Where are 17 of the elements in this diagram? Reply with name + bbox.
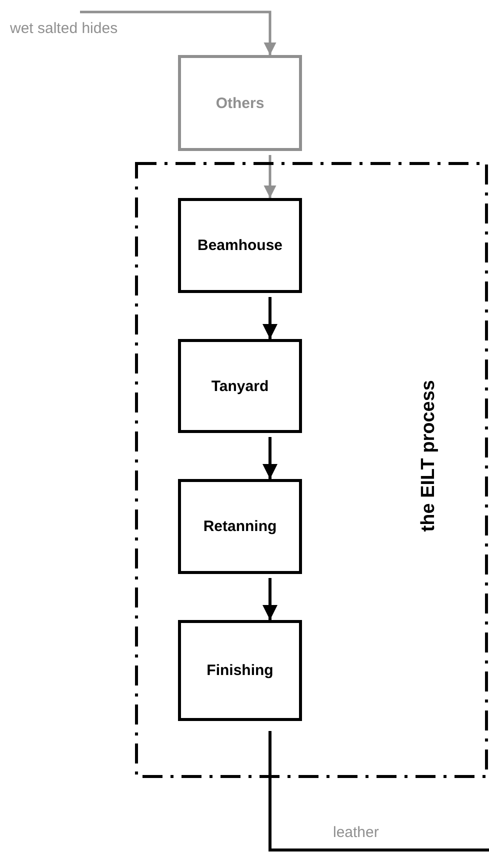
process-box [178, 479, 302, 574]
dash-dot-group-frame [135, 162, 488, 778]
process-label: Beamhouse [197, 237, 283, 254]
process-label: Finishing [206, 662, 274, 679]
process-label: Others [216, 94, 264, 112]
process-label: Retanning [203, 518, 277, 535]
arrow [262, 437, 278, 479]
arrow [262, 578, 278, 620]
arrow [264, 155, 276, 198]
group-title: the EILT process [418, 380, 440, 532]
process-label: Tanyard [211, 378, 269, 394]
arrow [80, 10, 276, 55]
process-box [178, 339, 302, 433]
arrow [262, 297, 278, 339]
process-box [178, 198, 302, 293]
process-box [178, 620, 302, 721]
process-box [178, 55, 302, 151]
